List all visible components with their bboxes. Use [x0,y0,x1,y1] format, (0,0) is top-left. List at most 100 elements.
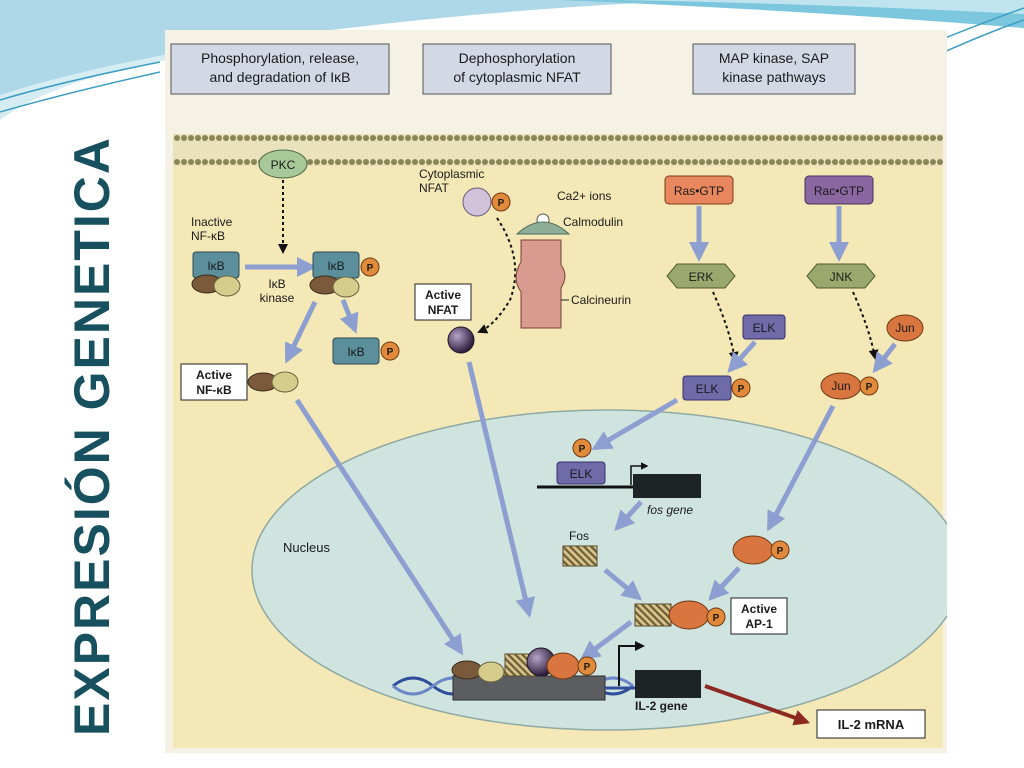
svg-text:ERK: ERK [689,270,714,284]
active-nfat-box: Active NFAT [414,283,472,321]
elk-phospho-arrow [727,340,757,373]
fos-gene [537,462,701,498]
phospho-jun: Jun P [820,372,879,400]
erk: ERK [666,263,736,289]
calcineurin-label: Calcineurin [571,293,631,307]
svg-text:Active: Active [196,368,232,382]
svg-text:Ras•GTP: Ras•GTP [674,184,724,198]
ca-ions-label: Ca2+ ions [557,189,611,203]
cytoplasmic-nfat: P [462,187,511,217]
jun-phospho-arrow [872,342,897,374]
released-phospho-ikb: IκB P [332,337,400,365]
ikb-kinase-label-2: kinase [260,291,295,305]
svg-text:IκB: IκB [207,259,224,273]
svg-text:of cytoplasmic NFAT: of cytoplasmic NFAT [453,69,581,85]
phospho-ikb-complex: IκB P [309,251,380,298]
fos-to-ap1-arrow [603,568,643,601]
fos-protein [562,545,598,567]
svg-text:Rac•GTP: Rac•GTP [814,184,864,198]
right-edge-lines [939,7,1024,53]
ap1-to-il2-arrow [579,620,633,661]
cytoplasmic-nfat-label-1: Cytoplasmic [419,167,484,181]
svg-text:P: P [367,263,374,274]
jun-to-ap1-arrow [708,566,741,601]
svg-text:NF-κB: NF-κB [196,383,232,397]
jun-to-nucleus-arrow [766,404,836,532]
inactive-nfkb-label-1: Inactive [191,215,233,229]
svg-text:ELK: ELK [696,382,719,396]
inactive-nfkb-label-2: NF-κB [191,229,225,243]
svg-text:IκB: IκB [327,259,344,273]
calmodulin-label: Calmodulin [563,215,623,229]
top-swoosh-band [0,0,700,95]
svg-text:P: P [584,662,591,673]
nfkb-to-il2-arrow [294,398,464,656]
cytoplasmic-nfat-label-2: NFAT [419,181,449,195]
svg-text:Phosphorylation, release,: Phosphorylation, release, [201,50,359,66]
il2-promoter [452,675,606,701]
svg-text:Jun: Jun [831,379,850,393]
svg-text:NFAT: NFAT [428,303,459,317]
svg-text:PKC: PKC [271,158,296,172]
il2-gene [635,670,701,698]
il2-mrna-arrow [704,684,811,726]
phospho-elk: ELK P [682,375,751,401]
active-ap1: P [634,600,726,630]
svg-text:P: P [498,198,505,209]
active-nfkb-box: Active NF-κB [180,363,248,401]
header-nfat: Dephosphorylation of cytoplasmic NFAT [422,43,612,95]
fos-label: Fos [569,529,589,543]
calmodulin [515,221,571,235]
left-edge-lines [0,61,161,113]
svg-text:ELK: ELK [570,467,593,481]
svg-text:P: P [387,347,394,358]
svg-text:MAP kinase, SAP: MAP kinase, SAP [719,50,829,66]
fos-gene-to-fos-arrow [614,500,643,531]
svg-text:IκB: IκB [347,345,364,359]
svg-text:kinase pathways: kinase pathways [722,69,826,85]
top-right-swoosh-light [620,0,1024,14]
svg-text:P: P [713,613,720,624]
cell-membrane [173,134,943,166]
elk-on-fos-promoter: P ELK [556,438,606,485]
ikb-release-arrow [339,299,359,334]
header-map-kinase: MAP kinase, SAP kinase pathways [692,43,856,95]
header-ikb: Phosphorylation, release, and degradatio… [170,43,390,95]
active-nfat [447,326,475,354]
svg-text:Dephosphorylation: Dephosphorylation [459,50,576,66]
active-ap1-box: Active AP-1 [730,597,788,635]
pkc: PKC [258,149,308,179]
il2-gene-label: IL-2 gene [635,699,688,713]
inactive-nfkb-complex: IκB [191,251,241,297]
il2-mrna-box: IL-2 mRNA [816,709,926,739]
svg-text:and degradation of IκB: and degradation of IκB [210,69,351,85]
nfat-to-il2-arrow [466,361,536,618]
svg-text:IL-2 mRNA: IL-2 mRNA [838,717,905,732]
figure: Phosphorylation, release, and degradatio… [165,30,947,753]
elk-to-nucleus-arrow [591,397,679,451]
erk-dotted-arrow [712,291,739,362]
il2-transcription-start [618,641,645,686]
calcineurin [515,239,566,329]
nucleus-label: Nucleus [283,540,330,555]
rac-gtp: Rac•GTP [804,175,874,205]
nfkb-release-arrow [284,300,318,364]
slide-title: EXPRESIÓN GENETICA [64,136,120,736]
jnk-dotted-arrow [852,291,879,360]
jun: Jun [886,314,924,342]
elk: ELK [742,314,786,340]
fos-gene-label: fos gene [647,503,693,517]
transcription-complex: P [451,647,597,683]
svg-text:AP-1: AP-1 [745,617,773,631]
nfat-dotted-arrow [477,217,517,334]
svg-text:P: P [738,384,745,395]
active-nfkb [247,371,299,393]
svg-text:Active: Active [741,602,777,616]
svg-text:P: P [777,546,784,557]
ras-gtp: Ras•GTP [664,175,734,205]
jnk: JNK [806,263,876,289]
ikb-kinase-label-1: IκB [268,277,285,291]
nucleus [251,409,947,731]
svg-text:ELK: ELK [753,321,776,335]
